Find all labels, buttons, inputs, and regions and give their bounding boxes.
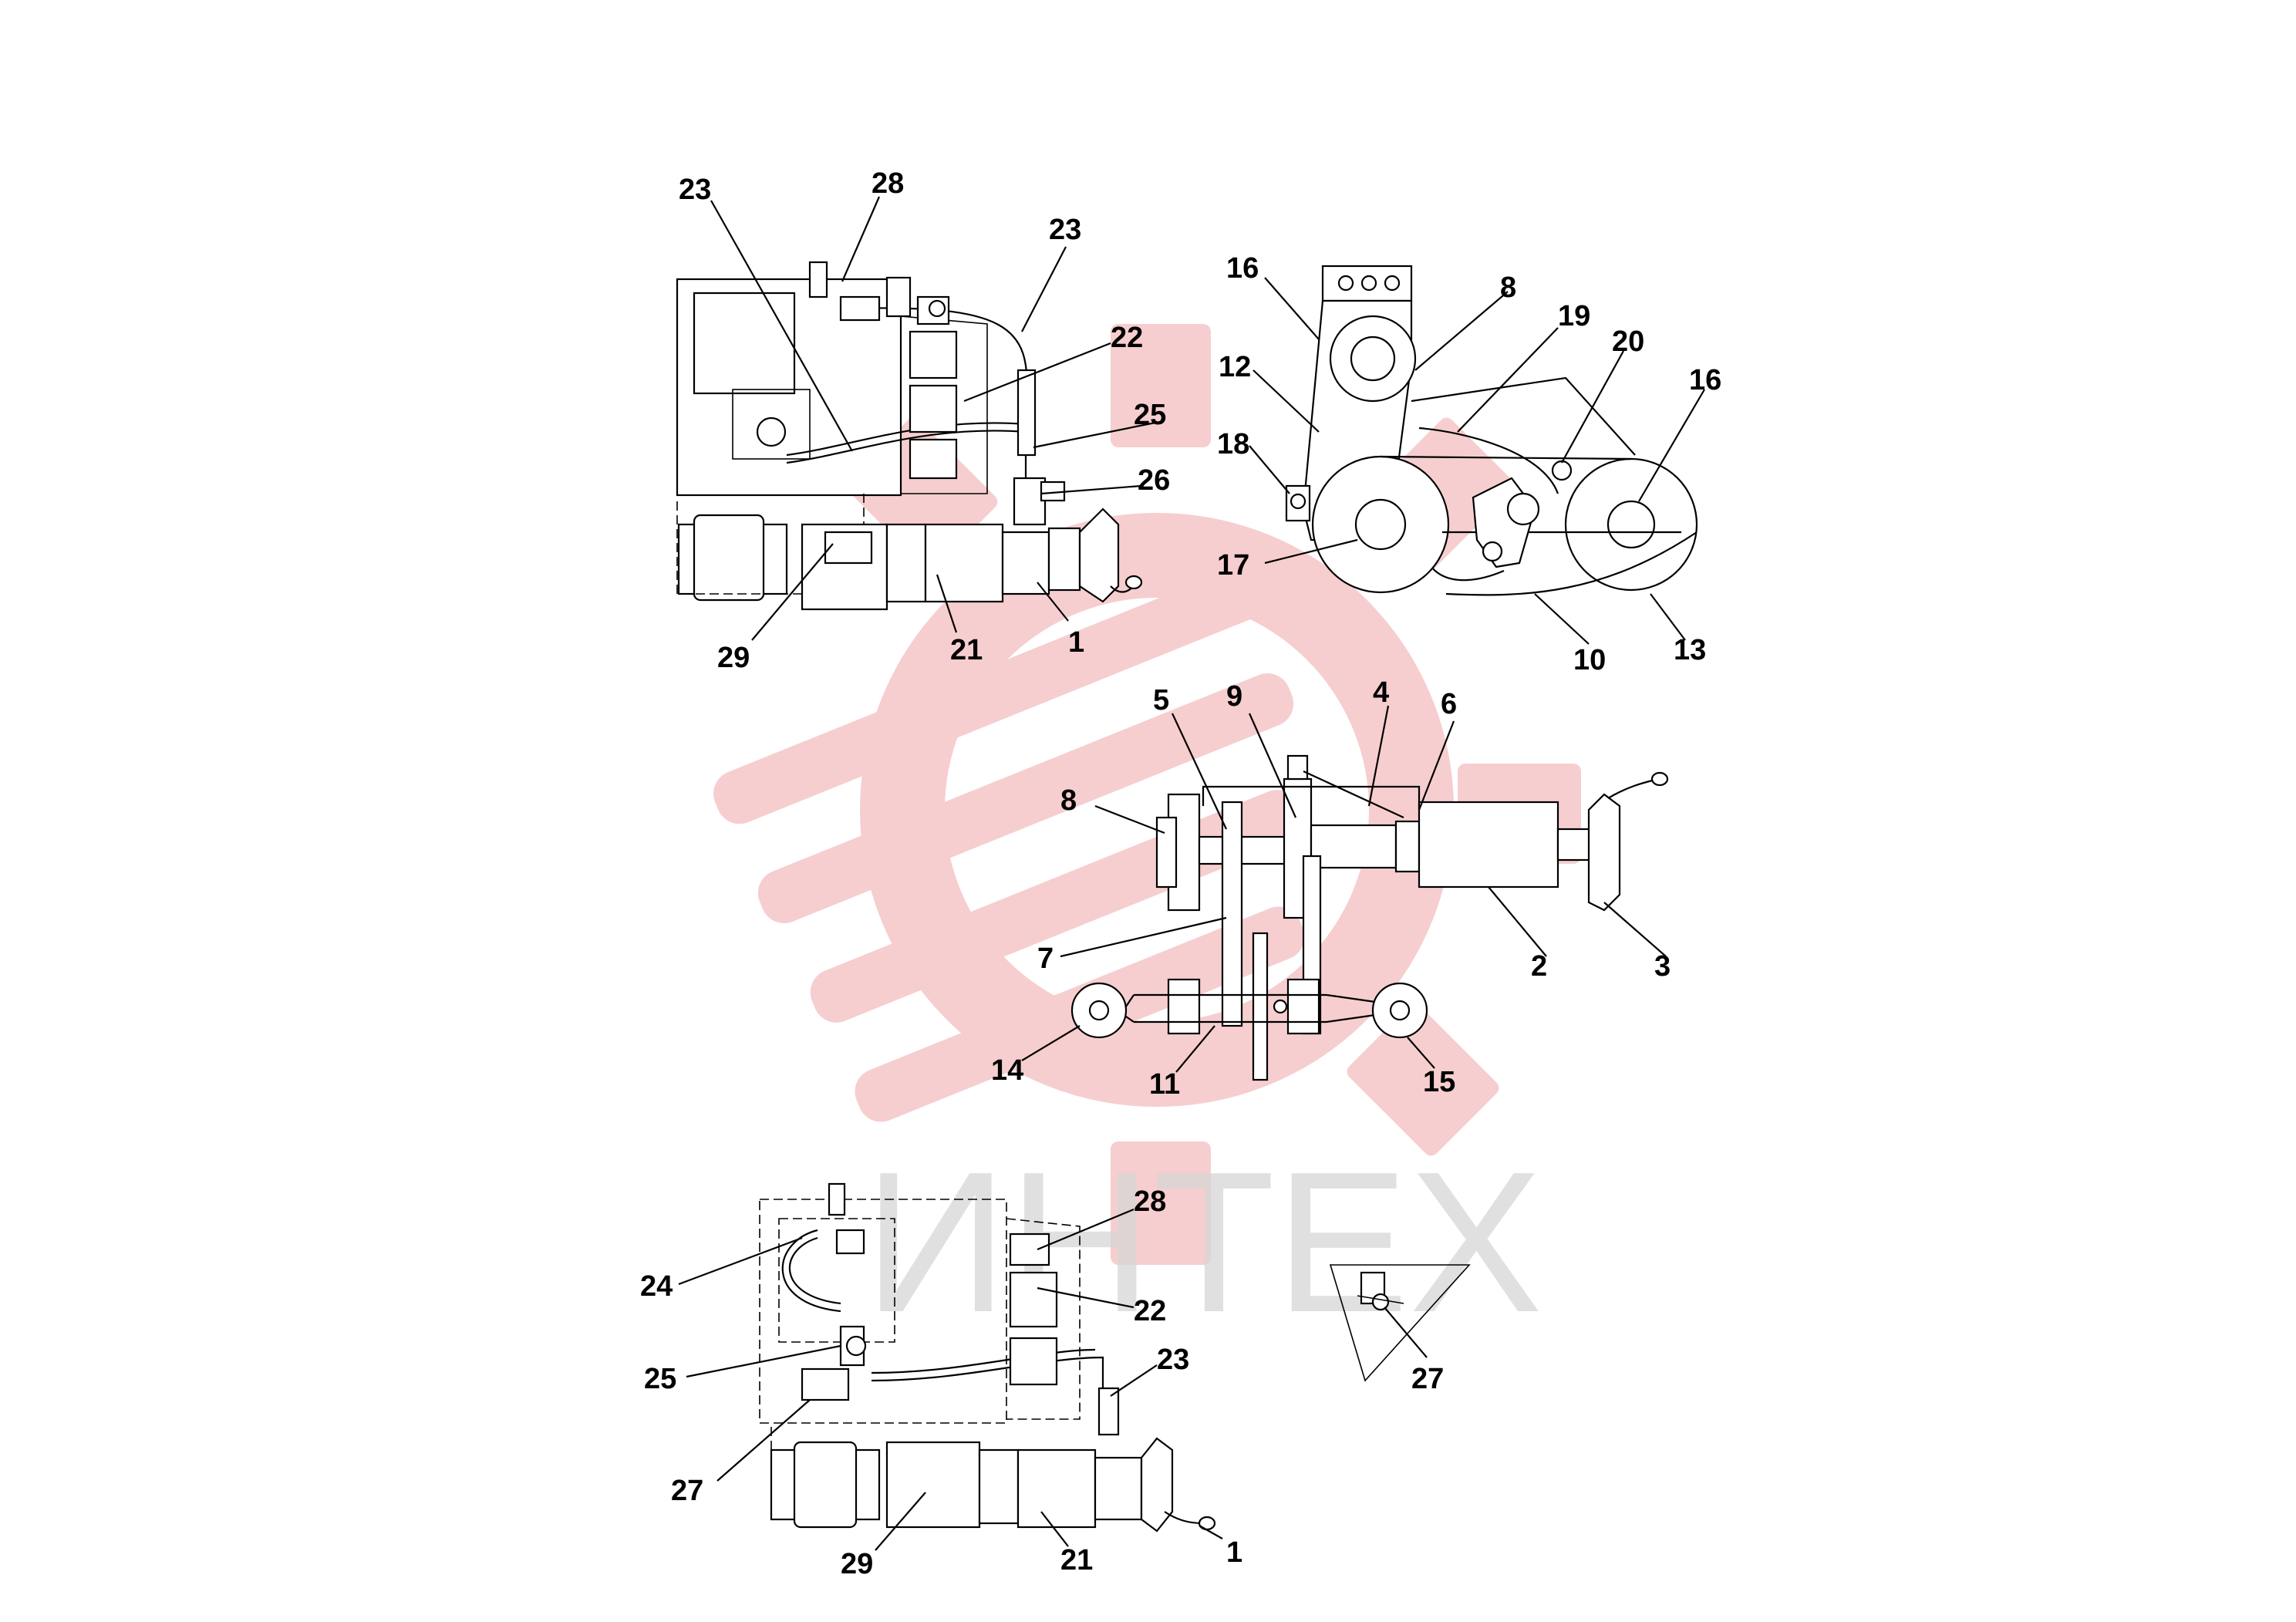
callout-26: 26 — [1138, 464, 1170, 497]
callout-10: 10 — [1573, 644, 1606, 676]
bottom-left-view — [759, 1182, 1216, 1533]
callout-2: 2 — [1531, 950, 1547, 983]
callout-15: 15 — [1423, 1066, 1455, 1098]
callout-29: 29 — [841, 1548, 873, 1580]
callout-8: 8 — [1060, 784, 1077, 817]
callout-21: 21 — [950, 634, 983, 666]
callout-9: 9 — [1226, 680, 1242, 713]
callout-12: 12 — [1219, 351, 1251, 383]
callout-8: 8 — [1500, 271, 1516, 304]
callout-21: 21 — [1060, 1544, 1093, 1576]
callout-23: 23 — [1049, 214, 1081, 246]
top-left-callouts: 23 28 23 22 25 26 29 21 1 — [679, 167, 1170, 674]
callout-3: 3 — [1654, 950, 1671, 983]
callout-4: 4 — [1373, 676, 1389, 709]
callout-18: 18 — [1217, 428, 1249, 460]
callout-28: 28 — [872, 167, 904, 200]
callout-1: 1 — [1226, 1536, 1242, 1569]
callout-16: 16 — [1689, 364, 1721, 396]
callout-14: 14 — [991, 1054, 1023, 1087]
callout-19: 19 — [1558, 300, 1590, 332]
callout-11: 11 — [1149, 1068, 1180, 1101]
callout-16: 16 — [1226, 252, 1259, 285]
callout-7: 7 — [1037, 943, 1054, 975]
callout-1: 1 — [1068, 626, 1084, 659]
callout-5: 5 — [1153, 684, 1169, 717]
callout-20: 20 — [1612, 325, 1644, 358]
detail-view — [1329, 1264, 1471, 1382]
callout-24: 24 — [640, 1270, 673, 1303]
top-left-view — [676, 261, 1143, 611]
top-right-callouts: 16 8 19 20 16 12 18 17 10 13 — [1217, 252, 1721, 676]
callout-23: 23 — [679, 174, 711, 206]
callout-22: 22 — [1111, 322, 1143, 354]
top-right-view — [1285, 265, 1698, 596]
callout-23: 23 — [1157, 1344, 1189, 1376]
middle-callouts: 5 9 4 6 8 7 2 3 14 11 15 — [991, 676, 1671, 1101]
callout-22: 22 — [1134, 1295, 1166, 1327]
middle-view — [1070, 754, 1669, 1081]
callout-27: 27 — [1411, 1363, 1444, 1395]
detail-callouts: 27 — [1384, 1307, 1444, 1395]
callout-27: 27 — [671, 1475, 703, 1507]
callout-25: 25 — [1134, 399, 1166, 431]
callout-17: 17 — [1217, 549, 1249, 582]
watermark-text: ИНТЕХ — [864, 1131, 1542, 1354]
callout-29: 29 — [717, 642, 750, 674]
callout-25: 25 — [644, 1363, 676, 1395]
bottom-left-callouts: 28 22 24 25 23 27 29 21 1 — [640, 1185, 1242, 1580]
callout-6: 6 — [1441, 688, 1457, 720]
callout-13: 13 — [1674, 634, 1706, 666]
callout-28: 28 — [1134, 1185, 1166, 1218]
